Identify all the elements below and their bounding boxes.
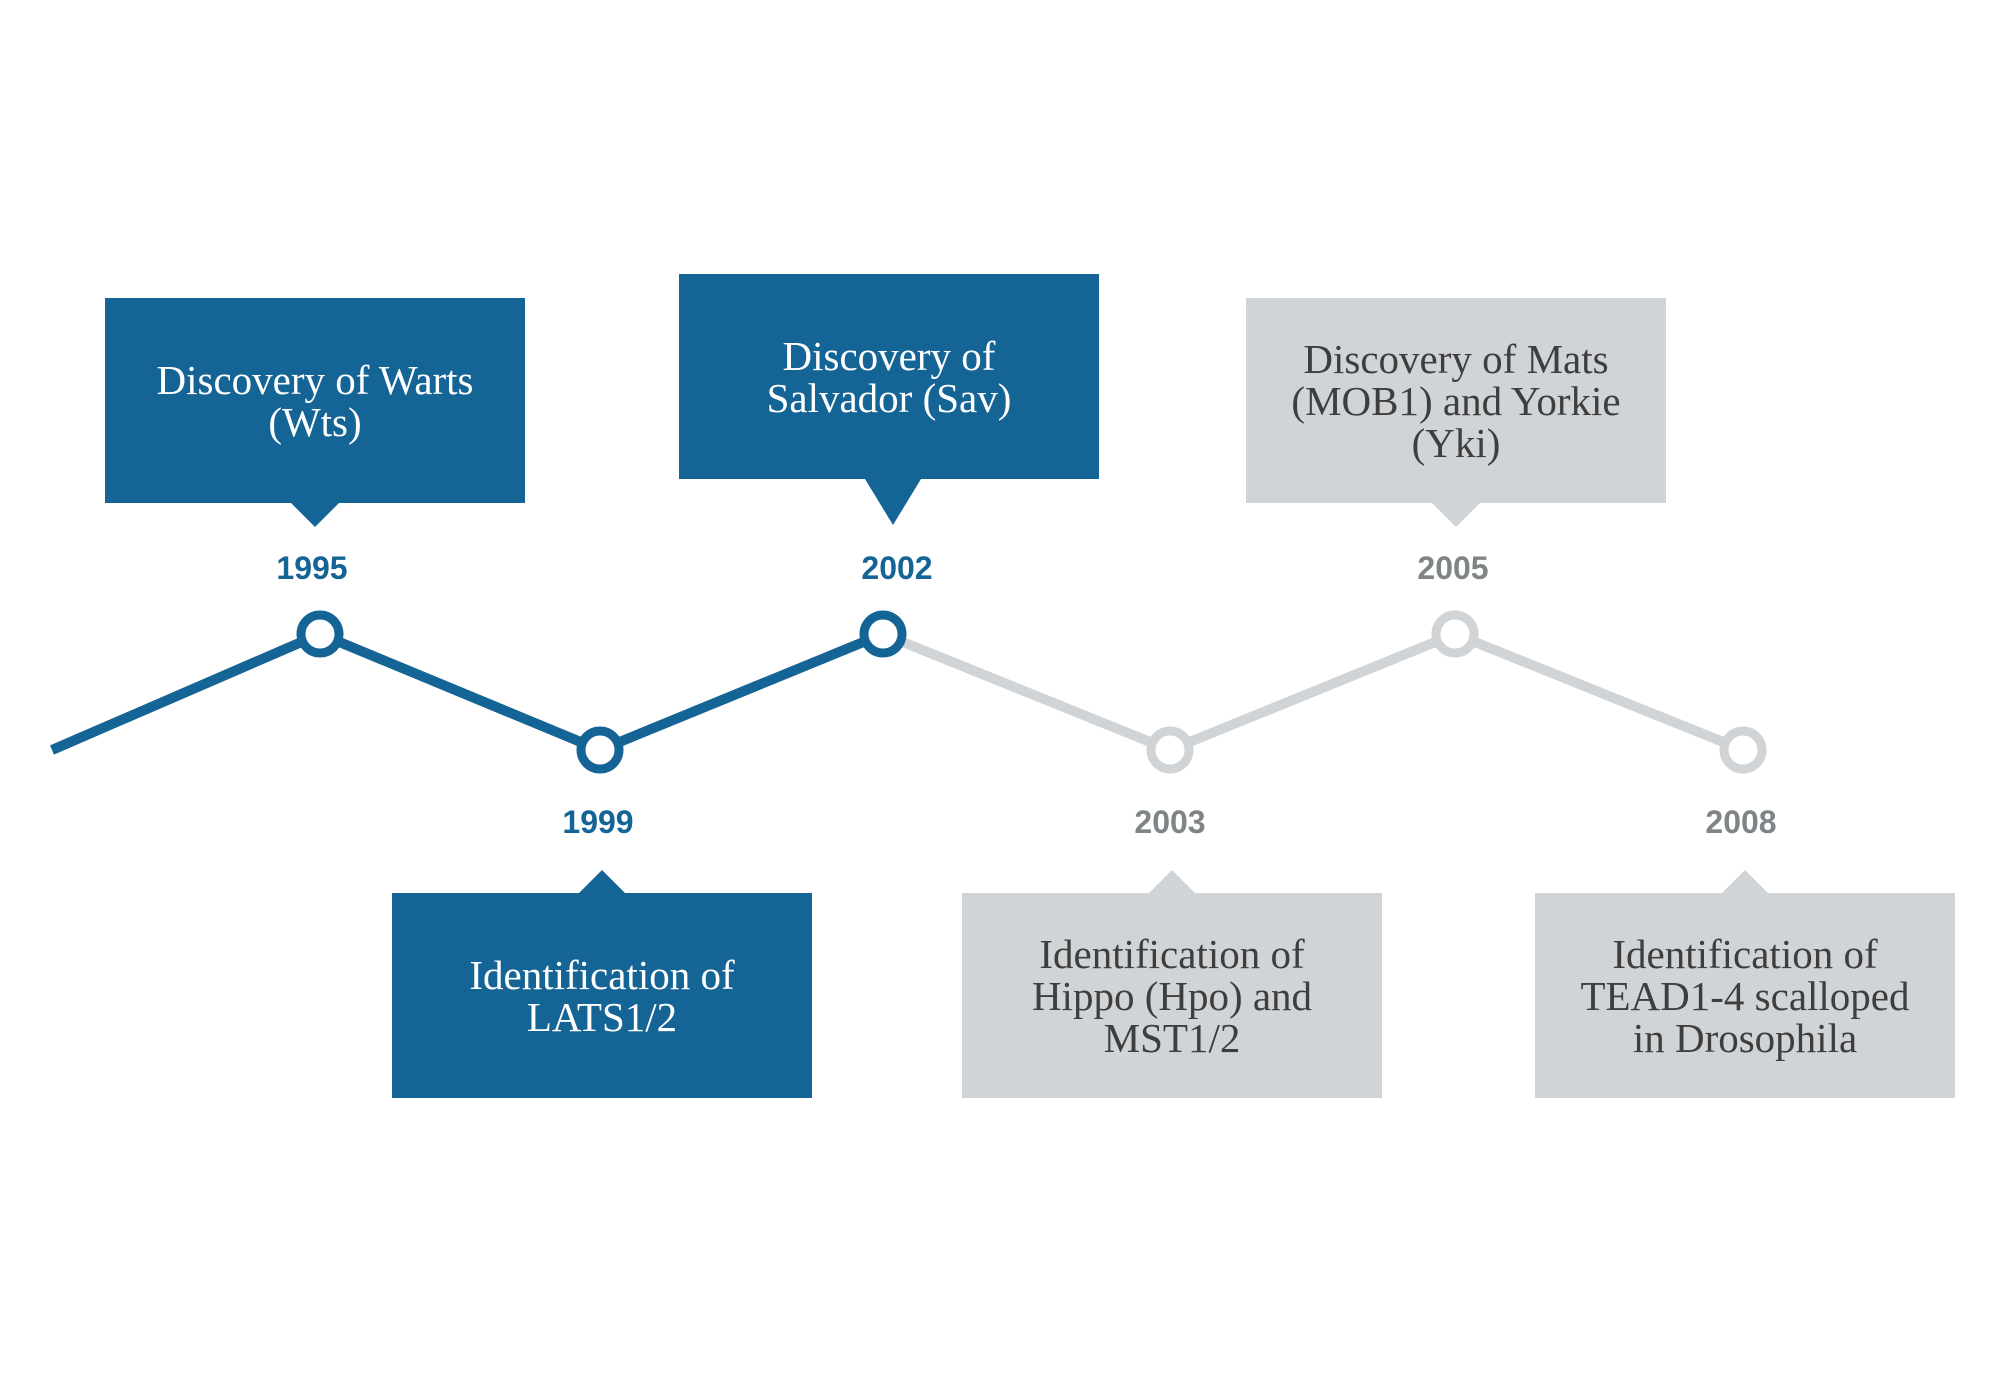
- year-label-1999: 1999: [562, 804, 634, 840]
- callout-pointer: [291, 503, 339, 527]
- timeline-segment: [318, 629, 602, 755]
- year-label-2002: 2002: [861, 550, 933, 586]
- timeline-lead-segment: [50, 629, 322, 755]
- timeline-node-1995: [296, 610, 344, 658]
- timeline-segment: [1453, 629, 1745, 755]
- callout-pointer: [1148, 870, 1196, 894]
- event-callout-2002: Discovery of Salvador (Sav): [679, 274, 1099, 479]
- event-callout-2003: Identification of Hippo (Hpo) and MST1/2: [962, 893, 1382, 1098]
- year-label-1995: 1995: [276, 550, 348, 586]
- timeline-node-2003: [1146, 726, 1194, 774]
- event-description: Identification of Hippo (Hpo) and MST1/2: [1031, 930, 1313, 1061]
- timeline-segment: [598, 629, 885, 755]
- timeline-node-1999: [576, 726, 624, 774]
- event-callout-2008: Identification of TEAD1-4 scalloped in D…: [1535, 893, 1955, 1098]
- timeline-node-2002: [859, 610, 907, 658]
- callout-pointer: [578, 870, 626, 894]
- callout-pointer: [1721, 870, 1769, 894]
- event-description: Identification of TEAD1-4 scalloped in D…: [1580, 930, 1910, 1061]
- event-callout-1995: Discovery of Warts (Wts): [105, 298, 525, 503]
- year-label-2005: 2005: [1417, 550, 1489, 586]
- year-label-2003: 2003: [1134, 804, 1206, 840]
- callout-pointer: [865, 479, 921, 525]
- year-label-2008: 2008: [1705, 804, 1777, 840]
- timeline-node-2005: [1431, 610, 1479, 658]
- timeline-node-2008: [1719, 726, 1767, 774]
- timeline-segment: [881, 629, 1172, 755]
- event-description: Discovery of Warts (Wts): [156, 356, 474, 445]
- event-callout-1999: Identification of LATS1/2: [392, 893, 812, 1098]
- event-callout-2005: Discovery of Mats (MOB1) and Yorkie (Yki…: [1246, 298, 1666, 503]
- event-description: Discovery of Salvador (Sav): [766, 332, 1012, 421]
- event-description: Identification of LATS1/2: [469, 951, 735, 1040]
- callout-pointer: [1432, 503, 1480, 527]
- event-description: Discovery of Mats (MOB1) and Yorkie (Yki…: [1291, 335, 1621, 466]
- timeline-segment: [1168, 629, 1457, 755]
